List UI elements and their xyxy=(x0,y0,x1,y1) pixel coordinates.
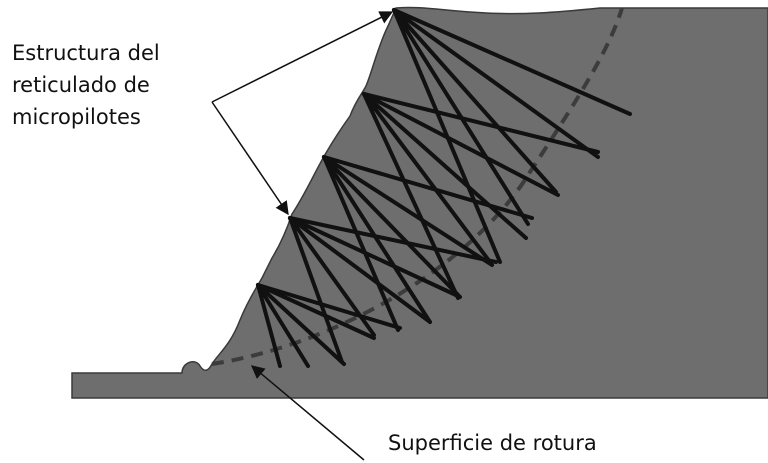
micropile xyxy=(362,92,560,197)
micropile xyxy=(362,92,600,154)
micropile xyxy=(322,155,400,332)
micropile-structure-label-line-2: reticulado de xyxy=(12,73,150,97)
micropile-structure-label-line-3: micropilotes xyxy=(12,105,141,129)
micropile-group-lower-middle xyxy=(322,155,534,332)
micropile xyxy=(362,92,460,300)
micropile xyxy=(256,283,402,330)
micropile xyxy=(288,216,498,264)
failure-surface-leader-arrow xyxy=(250,365,365,461)
failure-surface-line xyxy=(211,7,624,366)
micropile xyxy=(362,92,528,240)
micropile xyxy=(362,92,492,264)
micropile xyxy=(392,8,600,159)
micropile xyxy=(256,283,282,368)
leader-arrow-top xyxy=(211,11,394,103)
micropile xyxy=(288,216,344,364)
micropile xyxy=(322,155,494,267)
leader-arrow-lower xyxy=(211,101,289,216)
micropile-group-upper-middle xyxy=(362,92,600,300)
micropile-group-bottom xyxy=(256,283,402,368)
micropile-structure-label-line-1: Estructura del xyxy=(12,41,160,65)
micropile-label-leader xyxy=(211,11,394,216)
micropile xyxy=(256,283,310,368)
micropile xyxy=(288,216,432,324)
micropile xyxy=(392,8,558,194)
micropile xyxy=(322,155,432,324)
micropile xyxy=(256,283,376,340)
micropile xyxy=(322,155,462,299)
micropile xyxy=(288,216,460,298)
micropile xyxy=(256,283,346,366)
micropile xyxy=(392,8,632,116)
soil-mass xyxy=(71,6,768,399)
micropile xyxy=(322,155,534,220)
micropile-structure-label: Estructura del reticulado de micropilote… xyxy=(12,41,166,129)
failure-surface-label: Superficie de rotura xyxy=(388,431,597,455)
